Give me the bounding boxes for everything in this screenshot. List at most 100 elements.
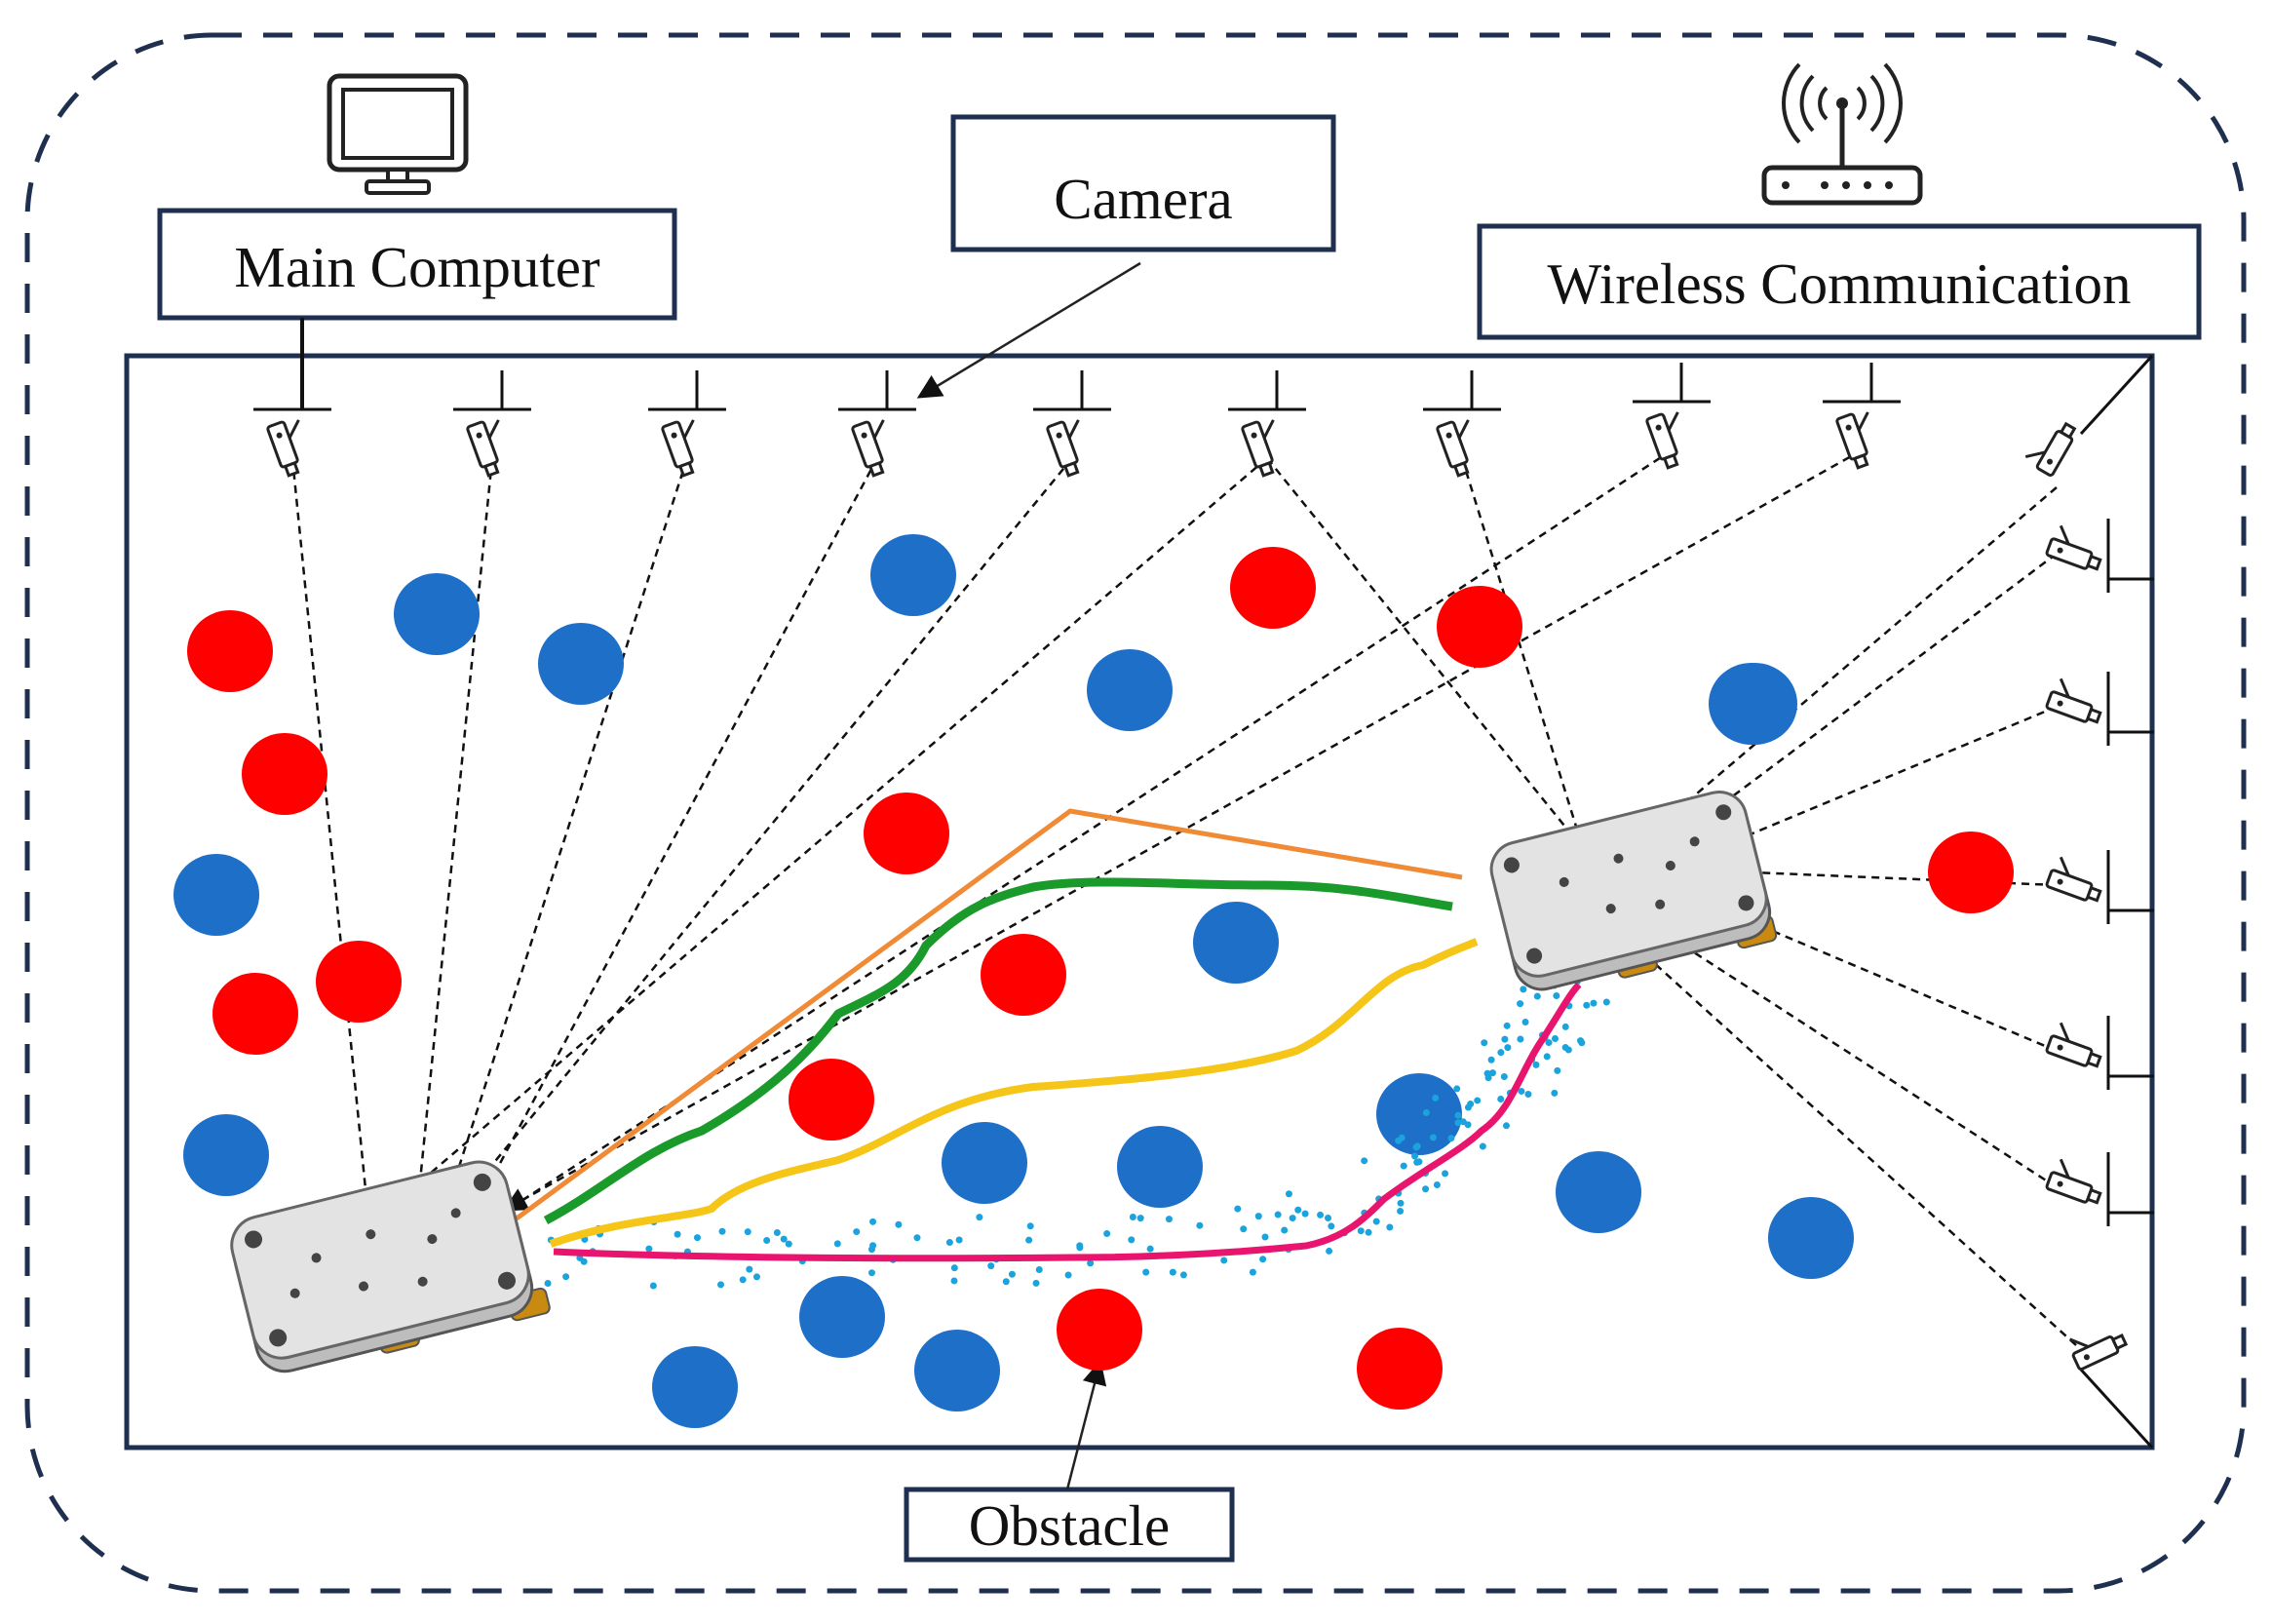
- particle: [1578, 1039, 1586, 1047]
- particle: [1365, 1228, 1372, 1236]
- particle: [1254, 1213, 1262, 1220]
- sensing-line: [475, 448, 1673, 1231]
- particle: [1294, 1206, 1302, 1214]
- red-obstacle: [981, 934, 1066, 1016]
- blue-obstacle: [538, 623, 624, 705]
- particle: [1518, 1087, 1525, 1095]
- particle: [1025, 1236, 1033, 1244]
- cctv-camera-icon: [2044, 1016, 2154, 1090]
- blue-obstacle: [173, 854, 259, 936]
- particle: [1087, 1259, 1095, 1267]
- particle: [1146, 1245, 1154, 1253]
- particle: [1551, 1034, 1559, 1042]
- particle: [1532, 1061, 1540, 1068]
- red-obstacle: [1928, 831, 2014, 913]
- cctv-camera-icon: [1423, 370, 1501, 479]
- particle: [1422, 1109, 1430, 1117]
- cctv-camera-icon: [1633, 363, 1711, 471]
- particle: [1064, 1271, 1072, 1279]
- red-obstacle: [1437, 586, 1522, 668]
- particle: [976, 1214, 983, 1221]
- particle: [1517, 1000, 1524, 1008]
- particle: [1488, 1069, 1496, 1077]
- particle: [773, 1229, 781, 1237]
- cctv-camera-icon: [2044, 672, 2154, 746]
- cctv-camera-icon: [253, 370, 331, 479]
- particle: [1429, 1134, 1437, 1141]
- camera-label: Camera: [950, 114, 1336, 252]
- particle: [1274, 1211, 1282, 1218]
- particle: [1422, 1185, 1430, 1193]
- particle: [895, 1220, 903, 1228]
- particle: [1521, 1018, 1529, 1025]
- mobile-robot-icon: [1489, 791, 1778, 991]
- sensing-line: [1603, 894, 2058, 1189]
- particle: [1545, 1039, 1553, 1047]
- particle: [1497, 1095, 1505, 1102]
- particle: [1281, 1226, 1289, 1234]
- particle: [1261, 1233, 1269, 1241]
- particle: [1326, 1247, 1333, 1255]
- mobile-robot-icon: [230, 1160, 551, 1373]
- particle: [1285, 1190, 1292, 1198]
- particle: [1415, 1158, 1423, 1166]
- sensing-line: [1595, 486, 2058, 881]
- particle: [1517, 1035, 1524, 1043]
- particle: [1301, 1210, 1309, 1218]
- blue-obstacle: [1556, 1151, 1641, 1233]
- particle: [833, 1240, 841, 1248]
- particle: [1464, 1103, 1472, 1111]
- blue-obstacle: [942, 1122, 1027, 1204]
- particle: [1128, 1236, 1136, 1244]
- particle: [739, 1276, 747, 1284]
- particle: [1196, 1221, 1204, 1229]
- particle: [1035, 1266, 1043, 1274]
- particle: [1553, 992, 1560, 1000]
- particle: [1503, 1022, 1511, 1029]
- particle: [1561, 1023, 1569, 1030]
- path-yellow: [549, 938, 1479, 1248]
- particle: [950, 1264, 958, 1272]
- particle: [785, 1240, 792, 1248]
- particle: [1386, 1223, 1394, 1231]
- particle: [544, 1280, 552, 1288]
- particle: [562, 1273, 570, 1281]
- sensing-line: [1266, 457, 1622, 896]
- particle: [1551, 1089, 1559, 1097]
- particle: [746, 1265, 753, 1273]
- cctv-camera-icon: [2044, 850, 2154, 924]
- red-obstacle: [1057, 1289, 1142, 1371]
- particle: [913, 1234, 921, 1242]
- particle: [1432, 1094, 1440, 1102]
- particle: [1136, 1215, 1144, 1222]
- particle: [1289, 1215, 1296, 1222]
- blue-obstacle: [1376, 1073, 1462, 1155]
- particle: [1454, 1119, 1462, 1127]
- particle: [1372, 1218, 1380, 1225]
- cctv-camera-icon: [1228, 370, 1306, 479]
- red-obstacle: [864, 793, 949, 874]
- particle: [752, 1273, 760, 1281]
- particle: [1169, 1268, 1176, 1276]
- particle: [1502, 1122, 1510, 1130]
- particle: [780, 1235, 788, 1243]
- particle: [1481, 1039, 1488, 1047]
- particle: [1602, 998, 1610, 1006]
- particle: [1142, 1268, 1150, 1276]
- particle: [1165, 1216, 1173, 1223]
- particle: [674, 1230, 681, 1238]
- blue-obstacle: [1193, 902, 1279, 984]
- path-pink: [553, 982, 1582, 1262]
- monitor-icon: [327, 73, 469, 195]
- particle: [1474, 1097, 1482, 1104]
- red-obstacle: [187, 610, 273, 692]
- particle: [1397, 1207, 1405, 1215]
- particle: [1524, 1091, 1532, 1099]
- planned-paths: [515, 808, 1582, 1262]
- particle: [987, 1262, 995, 1270]
- particle: [1179, 1271, 1187, 1279]
- main-computer-text: Main Computer: [234, 235, 600, 299]
- particle: [1454, 1111, 1462, 1119]
- particle: [1433, 1181, 1441, 1189]
